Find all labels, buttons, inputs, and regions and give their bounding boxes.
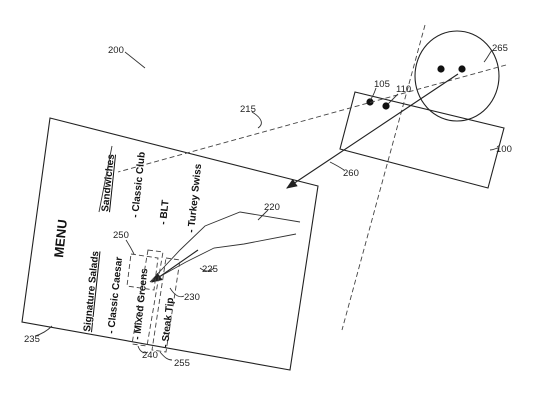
ref-260: 260 [343,168,359,179]
region-box-255 [151,257,181,353]
region-box-250 [126,253,159,291]
left-eye [437,65,445,73]
leader-235 [34,325,53,337]
ref-225: 225 [202,264,218,275]
gaze-arrow [286,73,459,189]
leader-255 [159,351,173,361]
menu-item-steak-tip: - Steak Tip [160,297,176,348]
ref-100: 100 [496,144,512,155]
leader-200 [124,51,146,69]
device-body [339,91,505,189]
leader-215 [251,111,262,129]
menu-item-blt: - BLT [158,199,172,225]
right-eye [458,65,466,73]
ref-255: 255 [174,358,190,369]
leader-110 [387,93,399,105]
sensor-dot [382,102,390,110]
finger-pointer [151,249,199,283]
leader-225 [199,267,215,272]
ref-220: 220 [264,202,280,213]
ref-250: 250 [113,230,129,241]
ref-230: 230 [184,292,200,303]
sandwiches-underline [98,145,113,213]
leader-220 [257,209,269,221]
region-box-240 [131,249,164,347]
leader-260 [329,161,345,171]
leader-240 [137,345,149,354]
ref-200: 200 [108,45,124,56]
fov-line-left [341,24,426,331]
ref-215: 215 [240,104,256,115]
ref-105: 105 [374,79,390,90]
hand-outline [149,211,301,283]
menu-item-turkey-swiss: - Turkey Swiss [186,163,204,233]
menu-item-classic-caesar: - Classic Caesar [106,256,125,334]
ref-240: 240 [142,350,158,361]
menu-item-classic-club: - Classic Club [130,151,148,218]
leader-265 [483,49,493,63]
ref-265: 265 [492,43,508,54]
menu-heading-salads: Signature Salads [82,250,101,332]
camera-dot [366,98,374,106]
leader-230 [169,287,185,298]
ref-235: 235 [24,334,40,345]
leader-250 [125,239,135,255]
leader-100 [489,147,499,151]
fov-line-upper [117,64,507,173]
menu-title: MENU [51,219,70,259]
leader-105 [369,87,377,101]
user-head [414,30,500,122]
menu-sheet [21,117,319,371]
ref-110: 110 [396,84,411,95]
